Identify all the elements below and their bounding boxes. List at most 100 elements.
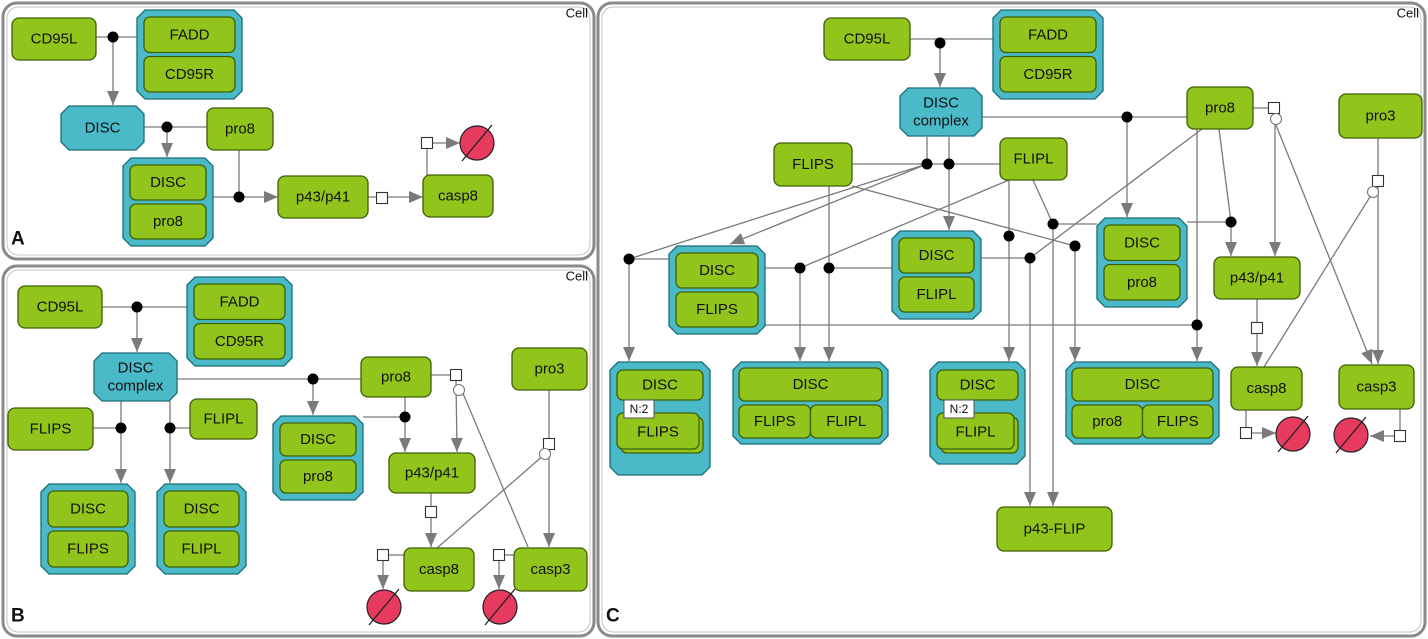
component-label: CD95R (1023, 66, 1072, 83)
macro-flips-b[interactable]: FLIPS (7, 407, 94, 451)
compartment-label: Cell (1397, 6, 1420, 21)
macro-flips-c[interactable]: FLIPS (773, 142, 853, 187)
macro-flipl-c[interactable]: FLIPL (999, 137, 1068, 181)
macro-casp8-b[interactable]: casp8 (403, 547, 475, 592)
process-node[interactable] (449, 368, 463, 382)
edge-arrowhead (164, 469, 176, 483)
macromolecule-shape (1338, 93, 1423, 139)
component-shape (616, 369, 704, 401)
macromolecule-shape (511, 347, 588, 391)
process-node[interactable] (542, 437, 556, 451)
macro-cd95l-b[interactable]: CD95L (17, 285, 103, 329)
association-node[interactable] (1003, 230, 1015, 242)
association-node[interactable] (1047, 218, 1059, 230)
association-node[interactable] (115, 422, 127, 434)
association-node[interactable] (1121, 111, 1133, 123)
association-node[interactable] (934, 37, 946, 49)
macromolecule-shape (1186, 86, 1254, 130)
edge-line (851, 185, 1076, 247)
association-node[interactable] (921, 158, 933, 170)
process-node[interactable] (1239, 426, 1253, 440)
multimer-cardinality (943, 399, 975, 419)
association-node[interactable] (131, 301, 143, 313)
macro-flipl-b[interactable]: FLIPL (189, 398, 258, 440)
macro-cd95l-a[interactable]: CD95L (11, 17, 97, 61)
process-node[interactable] (1393, 429, 1407, 443)
component-label: CD95R (165, 66, 214, 83)
process-node[interactable] (1250, 321, 1264, 335)
macro-cd95l-c[interactable]: CD95L (823, 17, 911, 61)
stimulation-circle (452, 383, 466, 397)
association-node[interactable] (1069, 240, 1081, 252)
macro-pro3-b[interactable]: pro3 (511, 347, 588, 391)
association-node[interactable] (943, 158, 955, 170)
component-shape (675, 252, 759, 289)
macromolecule-shape (17, 285, 103, 329)
panel-label: C (606, 606, 620, 627)
complex-disc-a[interactable]: DISC (60, 105, 145, 151)
process-node[interactable] (1371, 174, 1385, 188)
macromolecule-label: p43/p41 (405, 465, 459, 482)
macro-casp3-c[interactable]: casp3 (1338, 364, 1415, 410)
macro-pro8-b[interactable]: pro8 (360, 356, 432, 398)
process-node[interactable] (376, 548, 390, 562)
component-label: FLIPL (826, 413, 866, 430)
macro-casp8-a[interactable]: casp8 (422, 174, 494, 218)
process-node[interactable] (1267, 101, 1281, 115)
process-node[interactable] (420, 136, 434, 150)
macro-p43p41-a[interactable]: p43/p41 (277, 175, 369, 219)
edge-arrowhead (264, 191, 278, 203)
macromolecule-shape (1213, 256, 1301, 300)
association-node[interactable] (623, 253, 635, 265)
association-node[interactable] (164, 422, 176, 434)
process-node[interactable] (424, 505, 438, 519)
edge-arrowhead (107, 91, 119, 105)
association-node[interactable] (307, 373, 319, 385)
macro-pro3-c[interactable]: pro3 (1338, 93, 1423, 139)
macro-casp3-b[interactable]: casp3 (513, 547, 588, 592)
component-label: FLIPL (916, 286, 956, 303)
association-node[interactable] (1225, 216, 1237, 228)
association-node[interactable] (1024, 252, 1036, 264)
component-shape (898, 276, 975, 313)
process-node[interactable] (375, 191, 389, 205)
macro-p43flip-c[interactable]: p43-FLIP (996, 506, 1113, 552)
association-node[interactable] (233, 191, 245, 203)
component-label: DISC (960, 377, 996, 394)
macro-casp8-c[interactable]: casp8 (1230, 366, 1303, 411)
macro-p43p41-b[interactable]: p43/p41 (388, 452, 476, 494)
edge-arrowhead (1003, 347, 1015, 361)
process-node[interactable] (492, 548, 506, 562)
association-node[interactable] (161, 121, 173, 133)
component-shape (47, 490, 129, 528)
component-label: DISC (1125, 376, 1161, 393)
association-node[interactable] (1191, 319, 1203, 331)
association-node[interactable] (399, 411, 411, 423)
association-node[interactable] (107, 31, 119, 43)
macro-pro8-a[interactable]: pro8 (206, 107, 274, 151)
edges (93, 36, 1401, 589)
association-node[interactable] (823, 262, 835, 274)
association-node[interactable] (794, 262, 806, 274)
macromolecule-shape (388, 452, 476, 494)
macro-p43p41-c[interactable]: p43/p41 (1213, 256, 1301, 300)
multimer-cardinality (623, 399, 655, 419)
macro-pro8-c[interactable]: pro8 (1186, 86, 1254, 130)
